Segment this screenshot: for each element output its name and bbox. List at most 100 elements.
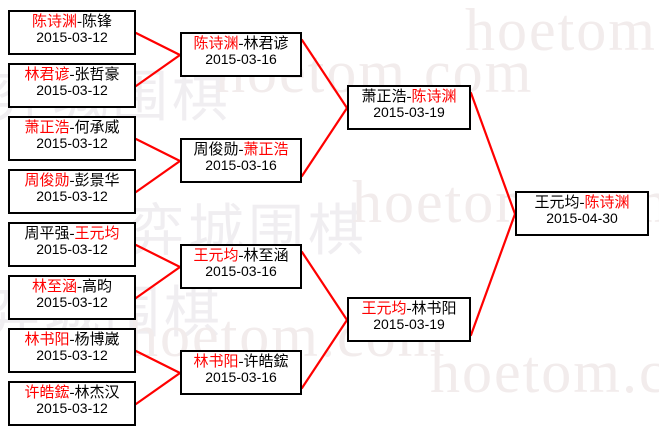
match-players: 许皓鋐-林杰汉 bbox=[10, 385, 134, 401]
player-separator: - bbox=[238, 248, 244, 264]
connector-r1m8-r2m4 bbox=[134, 371, 182, 406]
match-players: 周俊勋-萧正浩 bbox=[182, 142, 300, 158]
player-separator: - bbox=[406, 89, 412, 105]
player-loser: 杨博崴 bbox=[74, 332, 120, 348]
player-separator: - bbox=[579, 195, 585, 211]
match-players: 周平强-王元均 bbox=[10, 226, 134, 242]
player-winner: 萧正浩 bbox=[24, 120, 70, 136]
player-loser: 周俊勋 bbox=[193, 142, 239, 158]
player-winner: 王元均 bbox=[361, 301, 407, 317]
player-loser: 何承威 bbox=[74, 120, 120, 136]
player-separator: - bbox=[406, 301, 412, 317]
match-box[interactable]: 林至涵-高昀 2015-03-12 bbox=[8, 275, 136, 320]
player-winner: 林书阳 bbox=[193, 354, 239, 370]
connector-r1m7-r2m4 bbox=[134, 349, 182, 375]
match-box[interactable]: 周俊勋-萧正浩 2015-03-16 bbox=[180, 138, 302, 183]
player-loser: 王元均 bbox=[534, 195, 580, 211]
connector-r1m5-r2m3 bbox=[134, 243, 182, 269]
player-separator: - bbox=[238, 142, 244, 158]
match-box[interactable]: 王元均-林至涵 2015-03-16 bbox=[180, 244, 302, 289]
player-separator: - bbox=[69, 385, 75, 401]
player-loser: 周平强 bbox=[24, 226, 70, 242]
match-box[interactable]: 周平强-王元均 2015-03-12 bbox=[8, 222, 136, 267]
match-date: 2015-03-19 bbox=[373, 316, 445, 333]
match-box[interactable]: 萧正浩-陈诗渊 2015-03-19 bbox=[347, 85, 471, 130]
player-separator: - bbox=[69, 332, 75, 348]
player-loser: 张哲豪 bbox=[74, 67, 120, 83]
match-box[interactable]: 林书阳-许皓鋐 2015-03-16 bbox=[180, 350, 302, 395]
match-date: 2015-03-12 bbox=[36, 135, 108, 152]
player-winner: 林君谚 bbox=[24, 67, 70, 83]
player-separator: - bbox=[238, 36, 244, 52]
connector-r1m1-r2m1 bbox=[134, 31, 182, 57]
match-date: 2015-03-12 bbox=[36, 241, 108, 258]
match-box[interactable]: 林书阳-杨博崴 2015-03-12 bbox=[8, 328, 136, 373]
player-separator: - bbox=[69, 173, 75, 189]
connector-r1m2-r2m1 bbox=[134, 53, 182, 88]
player-winner: 王元均 bbox=[193, 248, 239, 264]
match-date: 2015-03-12 bbox=[36, 294, 108, 311]
match-date: 2015-03-12 bbox=[36, 82, 108, 99]
match-players: 萧正浩-何承威 bbox=[10, 120, 134, 136]
player-winner: 陈诗渊 bbox=[411, 89, 457, 105]
match-date: 2015-03-12 bbox=[36, 29, 108, 46]
match-date: 2015-03-12 bbox=[36, 188, 108, 205]
match-box[interactable]: 王元均-林书阳 2015-03-19 bbox=[347, 297, 471, 342]
player-loser: 林杰汉 bbox=[74, 385, 120, 401]
match-date: 2015-03-12 bbox=[36, 400, 108, 417]
connector-r2m2-sf1 bbox=[300, 106, 349, 178]
player-loser: 彭景华 bbox=[74, 173, 120, 189]
match-players: 林君谚-张哲豪 bbox=[10, 67, 134, 83]
match-box-final[interactable]: 王元均-陈诗渊 2015-04-30 bbox=[515, 191, 649, 236]
player-winner: 王元均 bbox=[74, 226, 120, 242]
connector-r1m3-r2m2 bbox=[134, 137, 182, 163]
match-box[interactable]: 许皓鋐-林杰汉 2015-03-12 bbox=[8, 381, 136, 426]
player-winner: 许皓鋐 bbox=[24, 385, 70, 401]
player-winner: 林书阳 bbox=[24, 332, 70, 348]
player-loser: 许皓鋐 bbox=[243, 354, 289, 370]
match-date: 2015-04-30 bbox=[546, 210, 618, 227]
match-date: 2015-03-19 bbox=[373, 104, 445, 121]
player-loser: 林书阳 bbox=[411, 301, 457, 317]
match-players: 林书阳-许皓鋐 bbox=[182, 354, 300, 370]
player-winner: 萧正浩 bbox=[243, 142, 289, 158]
match-players: 林至涵-高昀 bbox=[10, 279, 134, 295]
match-box[interactable]: 周俊勋-彭景华 2015-03-12 bbox=[8, 169, 136, 214]
connector-r2m4-sf2 bbox=[300, 318, 349, 390]
player-loser: 高昀 bbox=[82, 279, 113, 295]
match-box[interactable]: 林君谚-张哲豪 2015-03-12 bbox=[8, 63, 136, 108]
player-separator: - bbox=[238, 354, 244, 370]
match-players: 林书阳-杨博崴 bbox=[10, 332, 134, 348]
player-winner: 林至涵 bbox=[31, 279, 77, 295]
player-loser: 林君谚 bbox=[243, 36, 289, 52]
player-winner: 陈诗渊 bbox=[584, 195, 630, 211]
match-players: 王元均-陈诗渊 bbox=[517, 195, 647, 211]
player-separator: - bbox=[77, 14, 82, 30]
match-box[interactable]: 陈诗渊-林君谚 2015-03-16 bbox=[180, 32, 302, 77]
player-separator: - bbox=[77, 279, 82, 295]
match-players: 陈诗渊-陈锋 bbox=[10, 14, 134, 30]
player-separator: - bbox=[69, 120, 75, 136]
match-players: 萧正浩-陈诗渊 bbox=[349, 89, 469, 105]
match-box[interactable]: 萧正浩-何承威 2015-03-12 bbox=[8, 116, 136, 161]
player-separator: - bbox=[69, 67, 75, 83]
connector-r1m6-r2m3 bbox=[134, 265, 182, 300]
match-date: 2015-03-16 bbox=[205, 263, 277, 280]
player-separator: - bbox=[69, 226, 75, 242]
player-winner: 陈诗渊 bbox=[193, 36, 239, 52]
match-players: 王元均-林至涵 bbox=[182, 248, 300, 264]
match-players: 王元均-林书阳 bbox=[349, 301, 469, 317]
player-loser: 林至涵 bbox=[243, 248, 289, 264]
connector-r2m1-sf1 bbox=[300, 38, 349, 110]
connector-sf2-final bbox=[469, 212, 517, 337]
match-box[interactable]: 陈诗渊-陈锋 2015-03-12 bbox=[8, 10, 136, 55]
match-date: 2015-03-16 bbox=[205, 157, 277, 174]
connector-sf1-final bbox=[469, 91, 517, 216]
match-date: 2015-03-12 bbox=[36, 347, 108, 364]
player-winner: 陈诗渊 bbox=[31, 14, 77, 30]
match-players: 周俊勋-彭景华 bbox=[10, 173, 134, 189]
player-loser: 陈锋 bbox=[82, 14, 113, 30]
match-date: 2015-03-16 bbox=[205, 51, 277, 68]
